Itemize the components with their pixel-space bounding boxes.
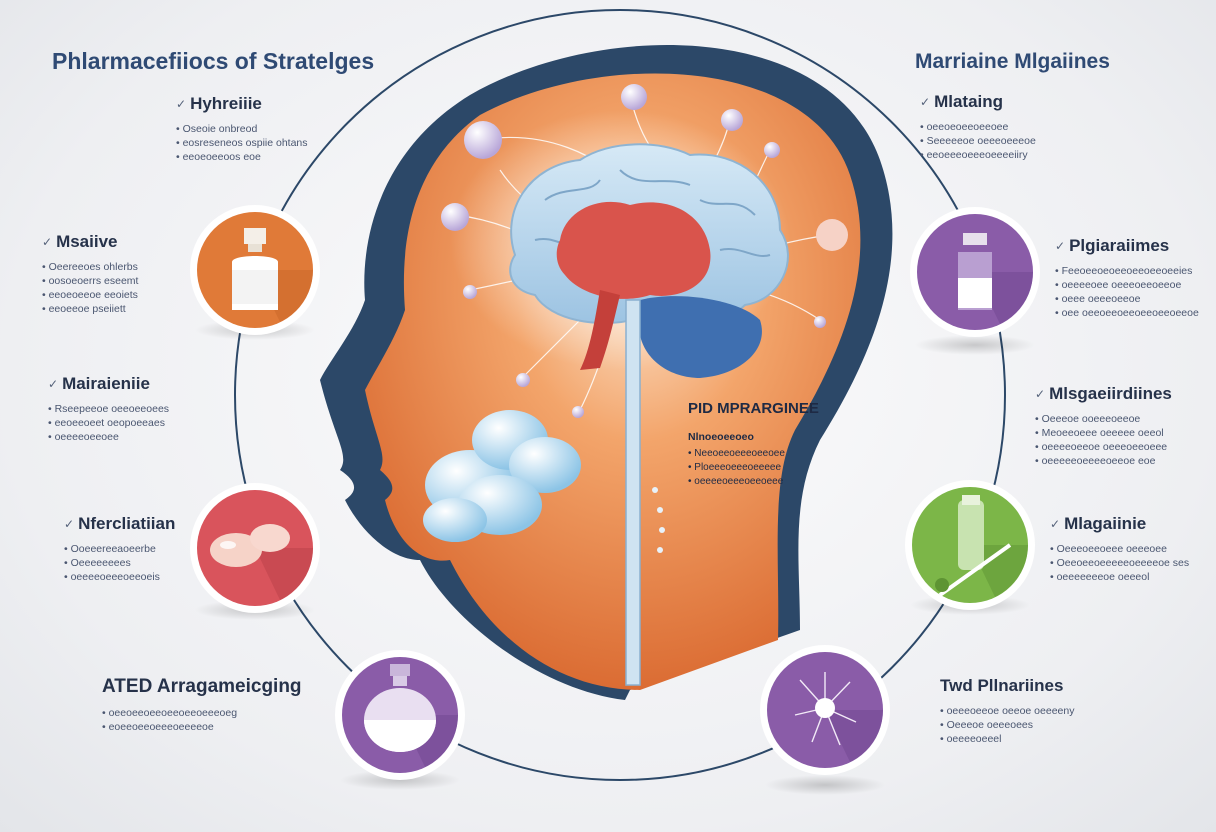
pill-cluster [423,410,581,542]
vial-icon [910,207,1040,337]
right-item-1: ✓Mlataing oeeoeoeeoeeoee Seeeeeoe oeeeoe… [920,92,1036,162]
heading-left: Phlarmacefiiocs of Stratelges [52,48,375,74]
check-icon: ✓ [48,377,59,391]
check-icon: ✓ [1050,517,1061,531]
center-subtitle: Nlnoeoeeoeo [688,431,754,443]
brain-blue-region [640,296,762,378]
pill-icon [190,483,320,613]
right-item-5: Twd Pllnariines oeeeoeeoe oeeoe oeeeeny … [940,676,1074,746]
right-item-3: ✓Mlsgaeiirdiines Oeeeoe ooeeeoeeoe Meoee… [1035,384,1172,468]
left-item-4: ✓Nfercliatiian Ooeeereeaoeerbe Oeeeeeeee… [64,514,175,584]
medicine-bottle-icon [190,205,320,335]
heading-right: Marriaine Mlgaiines [915,50,1110,73]
left-item-5: ATED Arragameicging oeeoeeoeeoeeoeeoeeeo… [102,676,302,734]
check-icon: ✓ [920,95,931,109]
round-flask-icon [335,650,465,780]
brain-red-region [556,201,711,299]
center-caption: PID MPRARGINEE Nlnoeoeeoeo Neeoeeoeeeoee… [688,400,819,489]
right-item-4: ✓Mlagaiinie Oeeeoeeoeee oeeeoee Oeeoeeoe… [1050,514,1189,584]
left-item-1: ✓Hyhreiiie Oseoie onbreod eosreseneos os… [176,94,308,164]
check-icon: ✓ [64,517,75,531]
right-item-2: ✓Plgiaraiimes Feeoeeoeoeeoeeoeeoeeies oe… [1055,236,1199,320]
syringe-vial-icon [905,480,1035,610]
check-icon: ✓ [42,235,53,249]
check-icon: ✓ [1035,387,1046,401]
spine [625,299,641,686]
orbs [441,84,848,553]
check-icon: ✓ [176,97,187,111]
center-title: PID MPRARGINEE [688,400,819,417]
check-icon: ✓ [1055,239,1066,253]
left-item-3: ✓Mairaieniie Rseepeeoe oeeoeeoees eeoeeo… [48,374,169,444]
orbit-ring [234,9,1006,781]
neuron-icon [760,645,890,775]
left-item-2: ✓Msaiive Oeereeoes ohlerbs oosoeoerrs es… [42,232,138,316]
